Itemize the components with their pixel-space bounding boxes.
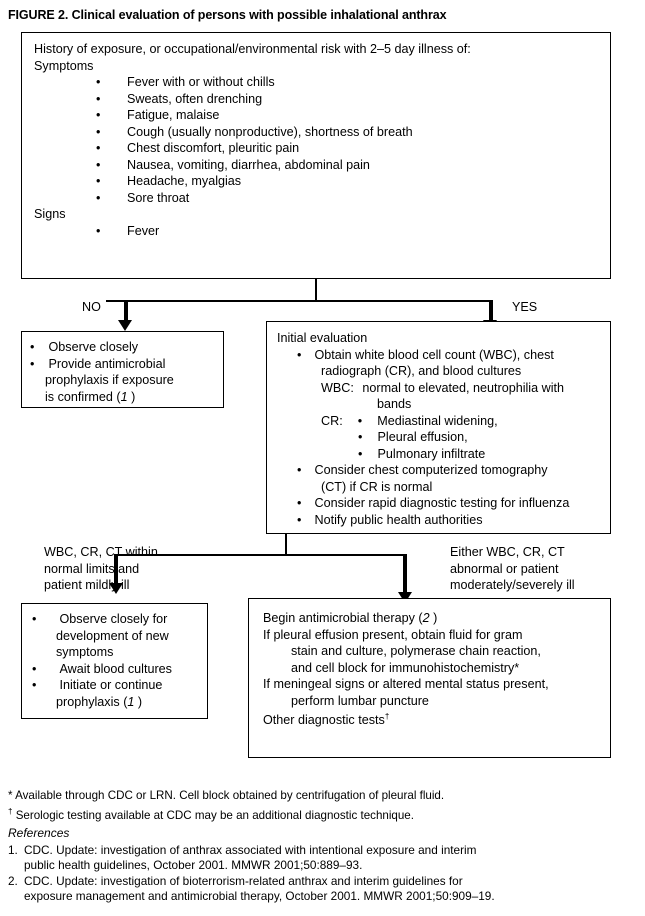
wbc-finding: WBC: normal to elevated, neutrophilia wi…: [321, 380, 565, 395]
signs-label: Signs: [34, 207, 66, 221]
symptom-item: •Fever with or without chills: [96, 75, 275, 89]
figure-title: FIGURE 2. Clinical evaluation of persons…: [8, 8, 447, 22]
bullet-icon: •: [96, 91, 101, 106]
observe-item: • Observe closely for: [32, 612, 168, 626]
no-branch-item: • Provide antimicrobial: [30, 356, 166, 371]
arrow-mild-shaft: [114, 554, 118, 585]
bullet-icon: •: [297, 496, 302, 510]
reference-number: 1.: [8, 843, 18, 857]
footnote-dagger: † Serologic testing available at CDC may…: [8, 804, 638, 823]
label-abnormal-severe: Either WBC, CR, CT abnormal or patient m…: [450, 545, 575, 592]
cr-finding: CR: • Mediastinal widening,: [321, 413, 498, 428]
arrow-no-head: [118, 320, 132, 331]
symptom-item: •Chest discomfort, pleuritic pain: [96, 141, 300, 155]
label-no: NO: [82, 300, 101, 314]
ref-marker-1: 1: [120, 389, 128, 404]
footnote-marker: *: [8, 789, 13, 802]
ref-marker-1: 1: [127, 694, 135, 709]
begin-therapy-line: Begin antimicrobial therapy (2 ): [263, 611, 438, 625]
reference-line: CDC. Update: investigation of anthrax as…: [24, 843, 477, 857]
observe-development-box: • Observe closely for development of new…: [21, 603, 208, 719]
bullet-icon: •: [32, 661, 37, 676]
reference-item: 1. CDC. Update: investigation of anthrax…: [8, 843, 638, 873]
no-branch-box: • Observe closely • Provide antimicrobia…: [21, 331, 224, 408]
pleural-effusion-line: If pleural effusion present, obtain flui…: [263, 627, 523, 642]
reference-line: exposure management and antimicrobial th…: [24, 889, 495, 904]
history-heading: History of exposure, or occupational/env…: [34, 42, 471, 56]
arrow-no-shaft: [124, 300, 128, 322]
notify-item: • Notify public health authorities: [297, 512, 483, 527]
reference-line: CDC. Update: investigation of bioterrori…: [24, 874, 463, 888]
references-heading: References: [8, 826, 70, 840]
bullet-icon: •: [297, 512, 302, 527]
bullet-icon: •: [358, 430, 363, 444]
observe-item: • Await blood cultures: [32, 661, 172, 676]
footnote-text: Serologic testing available at CDC may b…: [15, 808, 414, 822]
bullet-icon: •: [297, 463, 302, 477]
label-within-normal-limits: WBC, CR, CT within normal limits and pat…: [44, 545, 158, 592]
bullet-icon: •: [297, 347, 302, 362]
bullet-icon: •: [30, 356, 35, 371]
symptoms-label: Symptoms: [34, 58, 94, 73]
arrow-severe-shaft: [403, 554, 407, 594]
bullet-icon: •: [32, 678, 37, 692]
symptom-item: •Sweats, often drenching: [96, 91, 263, 106]
arrow-yes-shaft: [489, 300, 493, 322]
symptom-item: •Fatigue, malaise: [96, 108, 220, 122]
connector-stem-initial: [285, 534, 287, 555]
connector-stem-history: [315, 279, 317, 301]
footnote-asterisk: * Available through CDC or LRN. Cell blo…: [8, 788, 638, 804]
antimicrobial-therapy-box: Begin antimicrobial therapy (2 ) If pleu…: [248, 598, 611, 758]
symptom-item: •Headache, myalgias: [96, 174, 242, 188]
bullet-icon: •: [358, 446, 363, 461]
symptom-item: •Cough (usually nonproductive), shortnes…: [96, 124, 413, 139]
initial-evaluation-box: Initial evaluation • Obtain white blood …: [266, 321, 611, 534]
cr-finding: • Pleural effusion,: [358, 430, 468, 444]
consider-ct-item: • Consider chest computerized tomography: [297, 463, 548, 477]
dagger-marker: †: [384, 712, 390, 721]
bullet-icon: •: [96, 124, 101, 139]
bullet-icon: •: [96, 190, 101, 205]
bullet-icon: •: [96, 223, 101, 238]
obtain-item: • Obtain white blood cell count (WBC), c…: [297, 347, 554, 362]
bullet-icon: •: [30, 340, 35, 354]
connector-split-history: [106, 300, 492, 302]
reference-line: public health guidelines, October 2001. …: [24, 858, 363, 873]
cr-finding: • Pulmonary infiltrate: [358, 446, 486, 461]
bullet-icon: •: [96, 141, 101, 155]
reference-item: 2. CDC. Update: investigation of bioterr…: [8, 874, 638, 904]
footnote-text: Available through CDC or LRN. Cell block…: [15, 789, 445, 802]
arrow-severe-head: [398, 592, 412, 603]
arrow-mild-head: [109, 583, 123, 594]
observe-item: • Initiate or continue: [32, 678, 163, 692]
symptom-item: •Nausea, vomiting, diarrhea, abdominal p…: [96, 157, 370, 172]
bullet-icon: •: [357, 413, 363, 428]
consider-influenza-item: • Consider rapid diagnostic testing for …: [297, 496, 570, 510]
other-tests-line: Other diagnostic tests†: [263, 712, 390, 728]
no-branch-item: • Observe closely: [30, 340, 139, 354]
symptom-item: •Sore throat: [96, 190, 190, 205]
history-symptoms-box: History of exposure, or occupational/env…: [21, 32, 611, 279]
label-yes: YES: [512, 300, 538, 314]
bullet-icon: •: [96, 108, 101, 122]
bullet-icon: •: [32, 612, 37, 626]
initial-evaluation-heading: Initial evaluation: [277, 331, 368, 345]
reference-number: 2.: [8, 874, 18, 888]
meningeal-line: If meningeal signs or altered mental sta…: [263, 677, 549, 691]
sign-item: •Fever: [96, 223, 160, 238]
connector-split-initial: [116, 554, 406, 556]
bullet-icon: •: [96, 157, 101, 172]
ref-marker-2: 2: [422, 611, 430, 625]
bullet-icon: •: [96, 174, 101, 188]
footnote-marker: †: [8, 807, 13, 816]
bullet-icon: •: [96, 75, 101, 89]
